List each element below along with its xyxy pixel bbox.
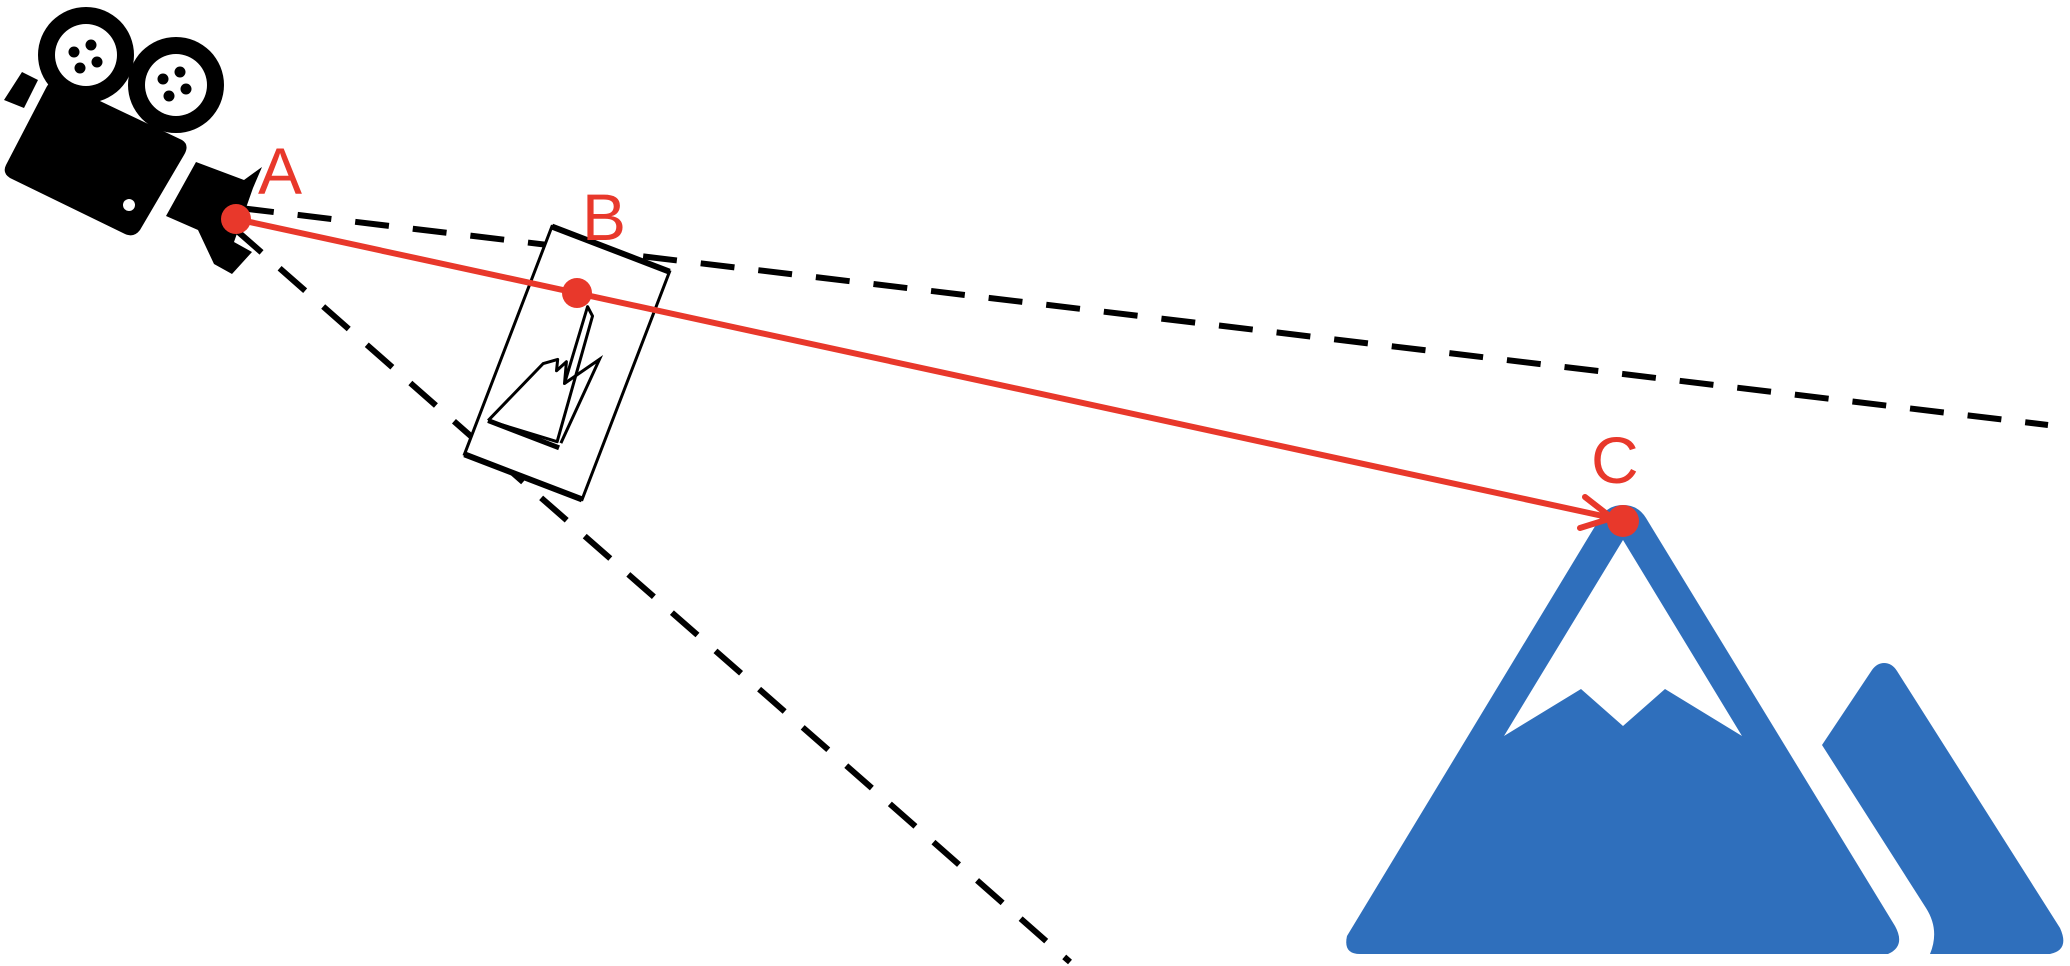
movie-camera-icon	[4, 7, 262, 274]
snow-cap	[1504, 540, 1742, 736]
point-a-label: A	[258, 134, 302, 208]
point-c-dot	[1607, 505, 1639, 537]
frustum-top-edge	[239, 205, 2049, 428]
point-a-dot	[221, 204, 251, 234]
point-b-label: B	[582, 180, 626, 254]
image-plane-icon	[462, 223, 672, 503]
view-frustum	[234, 205, 2049, 965]
projection-ray	[235, 216, 1615, 531]
point-c-label: C	[1591, 423, 1639, 497]
mountain-icon	[1346, 505, 2064, 954]
ray-line	[235, 216, 1613, 521]
frustum-bottom-edge	[234, 227, 1072, 965]
mini-mountain-sketch	[487, 305, 595, 444]
point-b-dot	[562, 278, 592, 308]
